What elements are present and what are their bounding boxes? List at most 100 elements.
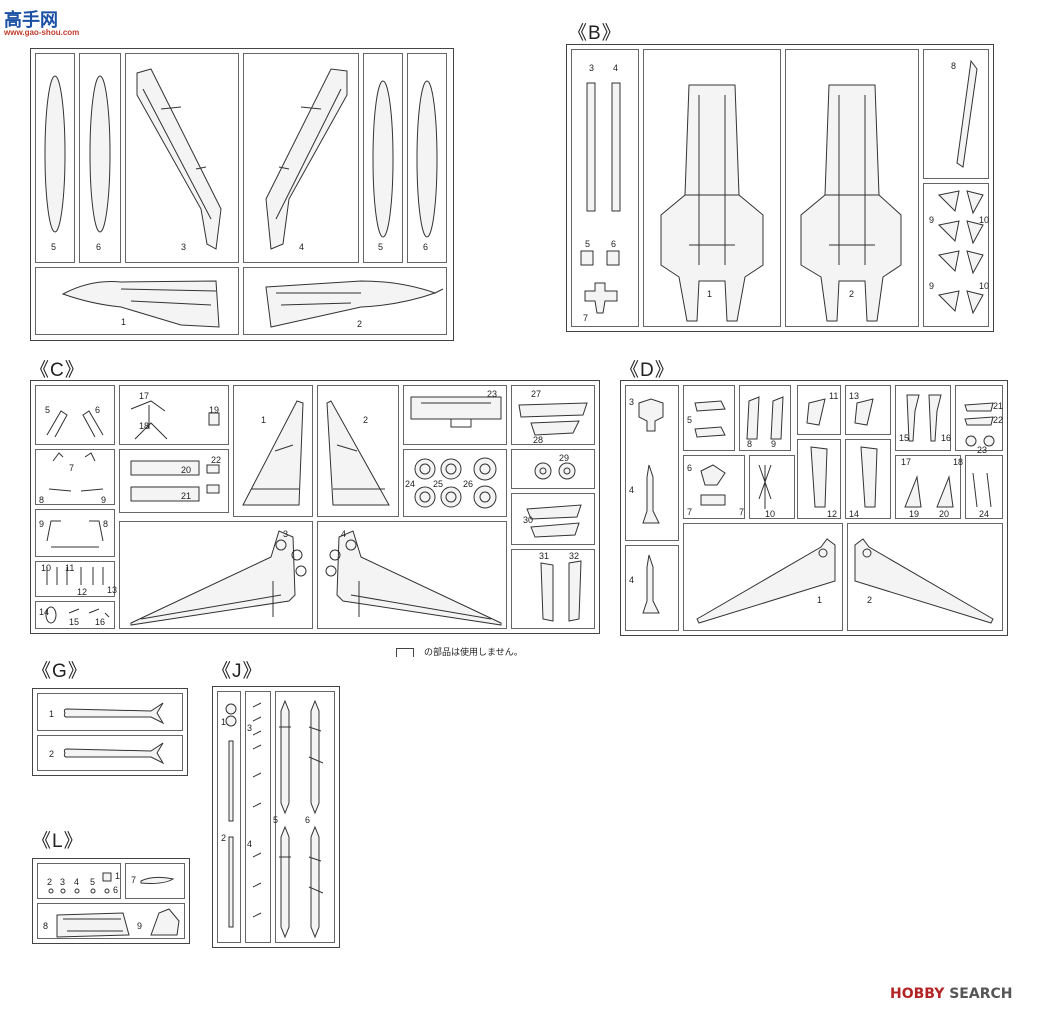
part-number-label: 4 bbox=[613, 63, 619, 73]
part-number-label: 21 bbox=[993, 401, 1004, 411]
part-cell bbox=[895, 455, 961, 519]
hobby-search-suffix: SEARCH bbox=[949, 986, 1013, 1002]
unused-parts-note: の部品は使用しません。 bbox=[424, 647, 523, 657]
part-number-label: 7 bbox=[69, 463, 75, 473]
sprue-c-drawing bbox=[45, 396, 588, 626]
part-number-label: 2 bbox=[47, 877, 53, 887]
sprue-g-drawing bbox=[63, 702, 165, 765]
part-number-label: 6 bbox=[423, 242, 429, 252]
part-cell bbox=[35, 449, 115, 505]
part-cell bbox=[571, 49, 639, 327]
frame-title-j: 《J》 bbox=[212, 661, 263, 682]
part-number-label: 9 bbox=[929, 215, 935, 225]
sprue-l-drawing bbox=[48, 872, 180, 938]
part-number-label: 3 bbox=[181, 242, 187, 252]
part-number-label: 5 bbox=[45, 405, 51, 415]
frame-title-g: 《G》 bbox=[32, 661, 88, 682]
part-number-label: 17 bbox=[901, 457, 912, 467]
part-number-label: 9 bbox=[39, 519, 45, 529]
part-number-label: 8 bbox=[103, 519, 109, 529]
part-number-label: 8 bbox=[747, 439, 753, 449]
part-number-label: 1 bbox=[221, 717, 227, 727]
part-number-label: 16 bbox=[95, 617, 106, 627]
part-number-label: 17 bbox=[139, 391, 150, 401]
unused-parts-marker bbox=[396, 648, 414, 657]
part-cell bbox=[35, 561, 115, 597]
part-number-label: 32 bbox=[569, 551, 580, 561]
part-number-label: 11 bbox=[829, 391, 839, 401]
part-number-label: 24 bbox=[979, 509, 990, 519]
part-number-label: 13 bbox=[107, 585, 118, 595]
sprue-j: 1 2 3 4 5 6 bbox=[212, 686, 340, 948]
part-cell bbox=[35, 385, 115, 445]
part-number-label: 6 bbox=[113, 885, 119, 895]
part-number-label: 16 bbox=[941, 433, 952, 443]
part-number-label: 8 bbox=[951, 61, 957, 71]
part-number-label: 20 bbox=[181, 465, 192, 475]
frame-title-d: 《D》 bbox=[620, 360, 675, 381]
part-number-label: 4 bbox=[341, 529, 347, 539]
part-number-label: 1 bbox=[261, 415, 267, 425]
sprue-b: 3 4 5 6 7 1 2 8 9 10 9 10 bbox=[566, 44, 994, 332]
part-number-label: 9 bbox=[137, 921, 143, 931]
part-number-label: 2 bbox=[49, 749, 55, 759]
sprue-b-drawing bbox=[580, 59, 984, 322]
part-number-label: 4 bbox=[247, 839, 253, 849]
sprue-g: 1 2 bbox=[32, 688, 188, 776]
part-number-label: 1 bbox=[49, 709, 55, 719]
part-number-label: 30 bbox=[523, 515, 534, 525]
part-number-label: 4 bbox=[299, 242, 305, 252]
hobby-search-brand: HOBBY bbox=[890, 986, 945, 1002]
sprue-a-drawing bbox=[44, 68, 444, 328]
part-number-label: 21 bbox=[181, 491, 192, 501]
part-number-label: 6 bbox=[687, 463, 693, 473]
part-number-label: 3 bbox=[589, 63, 595, 73]
sprue-l: 2 3 4 5 1 6 7 8 9 bbox=[32, 858, 190, 944]
part-number-label: 9 bbox=[101, 495, 107, 505]
part-number-label: 5 bbox=[273, 815, 279, 825]
part-number-label: 24 bbox=[405, 479, 416, 489]
part-number-label: 12 bbox=[827, 509, 838, 519]
part-number-label: 23 bbox=[977, 445, 988, 455]
frame-title-l: 《L》 bbox=[32, 831, 84, 852]
sprue-d: 3 5 7 6 7 8 9 11 12 13 14 15 16 21 22 23… bbox=[620, 380, 1008, 636]
part-number-label: 15 bbox=[899, 433, 910, 443]
part-number-label: 2 bbox=[849, 289, 855, 299]
part-number-label: 3 bbox=[60, 877, 66, 887]
part-number-label: 3 bbox=[283, 529, 289, 539]
part-number-label: 2 bbox=[867, 595, 873, 605]
part-number-label: 20 bbox=[939, 509, 950, 519]
part-number-label: 29 bbox=[559, 453, 570, 463]
part-number-label: 4 bbox=[629, 575, 635, 585]
part-number-label: 1 bbox=[121, 317, 127, 327]
part-number-label: 1 bbox=[707, 289, 713, 299]
site-logo: 高手网 bbox=[4, 10, 58, 31]
part-number-label: 7 bbox=[687, 507, 693, 517]
part-number-label: 19 bbox=[909, 509, 920, 519]
part-number-label: 2 bbox=[357, 319, 363, 329]
part-cell bbox=[923, 49, 989, 179]
part-number-label: 2 bbox=[221, 833, 227, 843]
part-number-label: 3 bbox=[247, 723, 253, 733]
part-number-label: 25 bbox=[433, 479, 444, 489]
part-number-label: 4 bbox=[74, 877, 80, 887]
part-number-label: 5 bbox=[687, 415, 693, 425]
part-number-label: 6 bbox=[95, 405, 101, 415]
part-number-label: 19 bbox=[209, 405, 220, 415]
part-number-label: 1 bbox=[817, 595, 823, 605]
part-number-label: 23 bbox=[487, 389, 498, 399]
part-number-label: 15 bbox=[69, 617, 80, 627]
part-number-label: 2 bbox=[363, 415, 369, 425]
part-number-label: 6 bbox=[305, 815, 311, 825]
part-number-label: 5 bbox=[378, 242, 384, 252]
part-cell bbox=[35, 601, 115, 629]
part-number-label: 5 bbox=[90, 877, 96, 887]
part-number-label: 4 bbox=[629, 485, 635, 495]
part-number-label: 7 bbox=[739, 507, 745, 517]
sprue-a: 5 6 3 4 5 6 1 2 bbox=[30, 48, 454, 341]
part-number-label: 28 bbox=[533, 435, 544, 445]
part-cell bbox=[797, 385, 841, 435]
part-number-label: 14 bbox=[39, 607, 50, 617]
sprue-c: 5 6 17 18 19 1 2 23 27 28 7 8 9 20 21 22… bbox=[30, 380, 600, 634]
part-number-label: 7 bbox=[131, 875, 137, 885]
